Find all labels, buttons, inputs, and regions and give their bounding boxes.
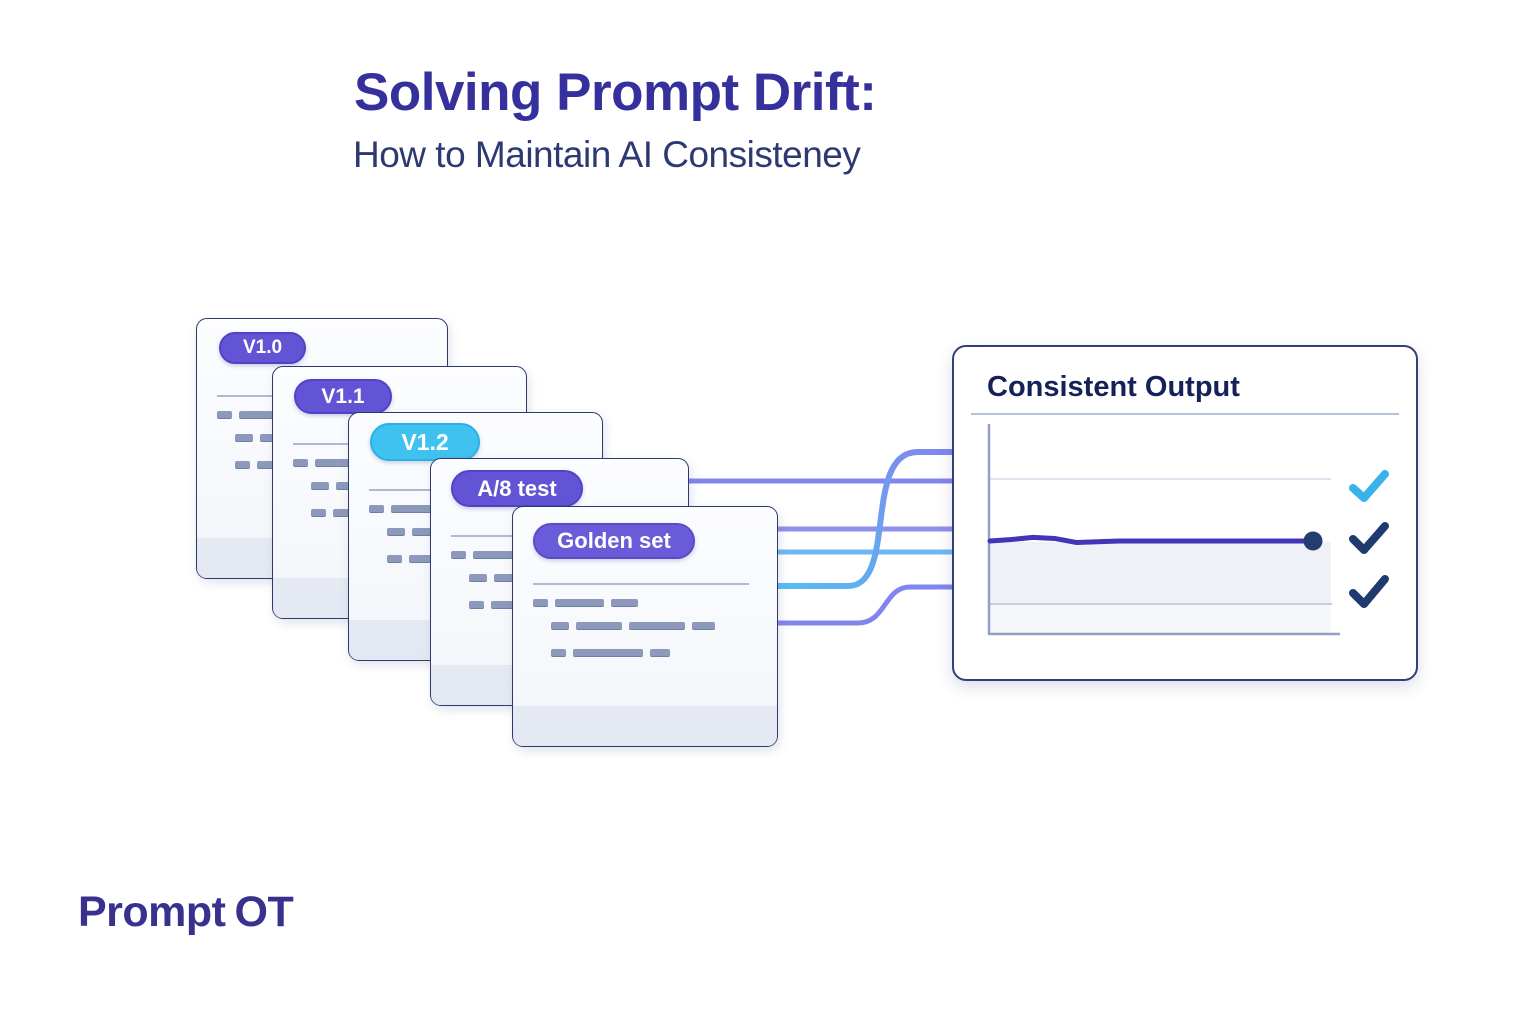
skeleton-text-row [551,622,715,630]
connector-line-4 [773,449,955,589]
card-footer-band [513,706,777,746]
skeleton-divider [533,583,750,585]
brand-logo-part1: Prompt [78,888,226,936]
panel-title: Consistent Output [987,371,1240,403]
connector-line-5 [773,584,955,626]
output-line [987,534,1316,545]
skeleton-text-row [551,649,670,657]
brand-logo-part2: OT [234,888,294,936]
version-badge: A/8 test [451,470,583,507]
chart-axes [987,424,1340,636]
chart-area-fill-lower [990,604,1331,634]
version-badge: V1.2 [370,423,480,461]
version-badge: Golden set [533,523,695,559]
prompt-card-golden-set: Golden set [512,506,778,747]
check-icon [1349,522,1389,554]
check-icon [1349,470,1389,502]
page-subtitle: How to Maintain AI Consisteney [353,134,861,175]
version-badge: V1.1 [294,379,392,414]
output-chart [987,424,1389,636]
output-line-end-dot [1303,531,1323,551]
check-icon [1349,575,1389,608]
page-title: Solving Prompt Drift: [354,63,877,122]
panel-title-divider [971,413,1399,415]
skeleton-text-row [533,599,638,607]
consistent-output-panel: Consistent Output [952,345,1418,681]
version-badge: V1.0 [219,332,306,364]
chart-area-fill [990,542,1331,604]
